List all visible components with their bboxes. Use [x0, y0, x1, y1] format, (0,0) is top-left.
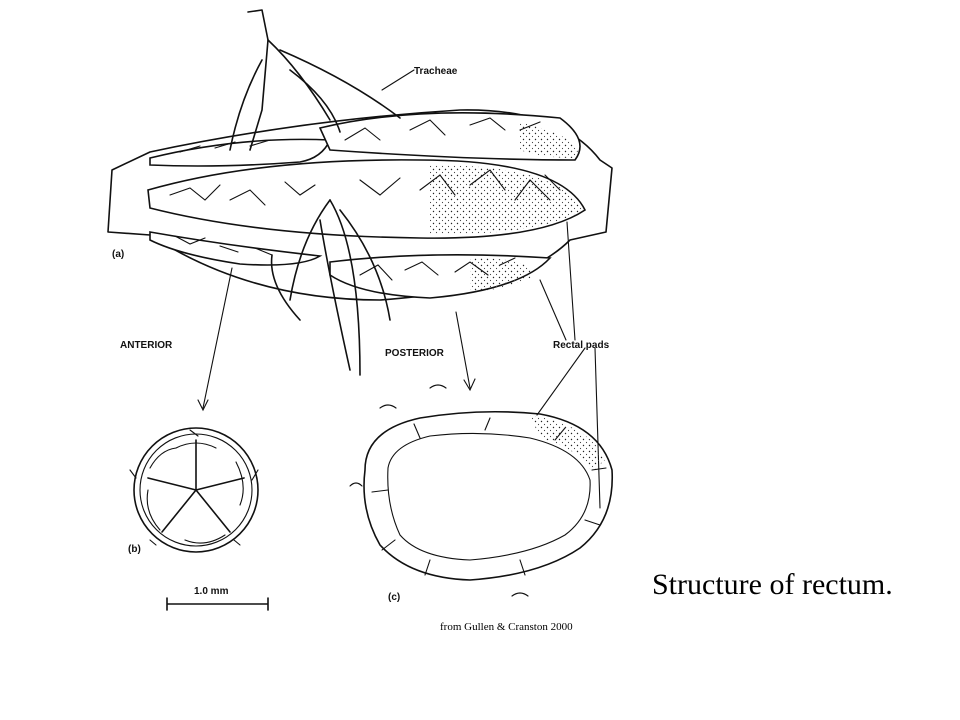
scale-bar: [166, 597, 269, 611]
panel-a-label: (a): [112, 249, 124, 260]
posterior-cross-section: [349, 384, 614, 597]
panel-b-label: (b): [128, 544, 141, 555]
tracheae-leader: [381, 69, 415, 91]
rectal-pads-label: Rectal pads: [553, 340, 610, 351]
pointer-lines: [197, 221, 601, 509]
panel-c-label: (c): [388, 592, 400, 603]
anterior-label: ANTERIOR: [120, 340, 173, 351]
scale-bar-label: 1.0 mm: [194, 586, 229, 597]
rectal-pad-ventral-anterior: [149, 231, 323, 266]
rectal-pad-dorsal-posterior: [318, 112, 581, 161]
slide-caption: Structure of rectum.: [652, 568, 893, 601]
anterior-cross-section: [129, 427, 259, 553]
rectum-outline: [107, 109, 613, 301]
rectal-pad-dorsal-anterior: [149, 138, 332, 167]
rectum-lateral-view: [107, 9, 613, 376]
tracheae-label: Tracheae: [414, 66, 458, 77]
tracheae-branches: [169, 9, 561, 376]
posterior-label: POSTERIOR: [385, 348, 445, 359]
source-credit: from Gullen & Cranston 2000: [440, 621, 573, 633]
